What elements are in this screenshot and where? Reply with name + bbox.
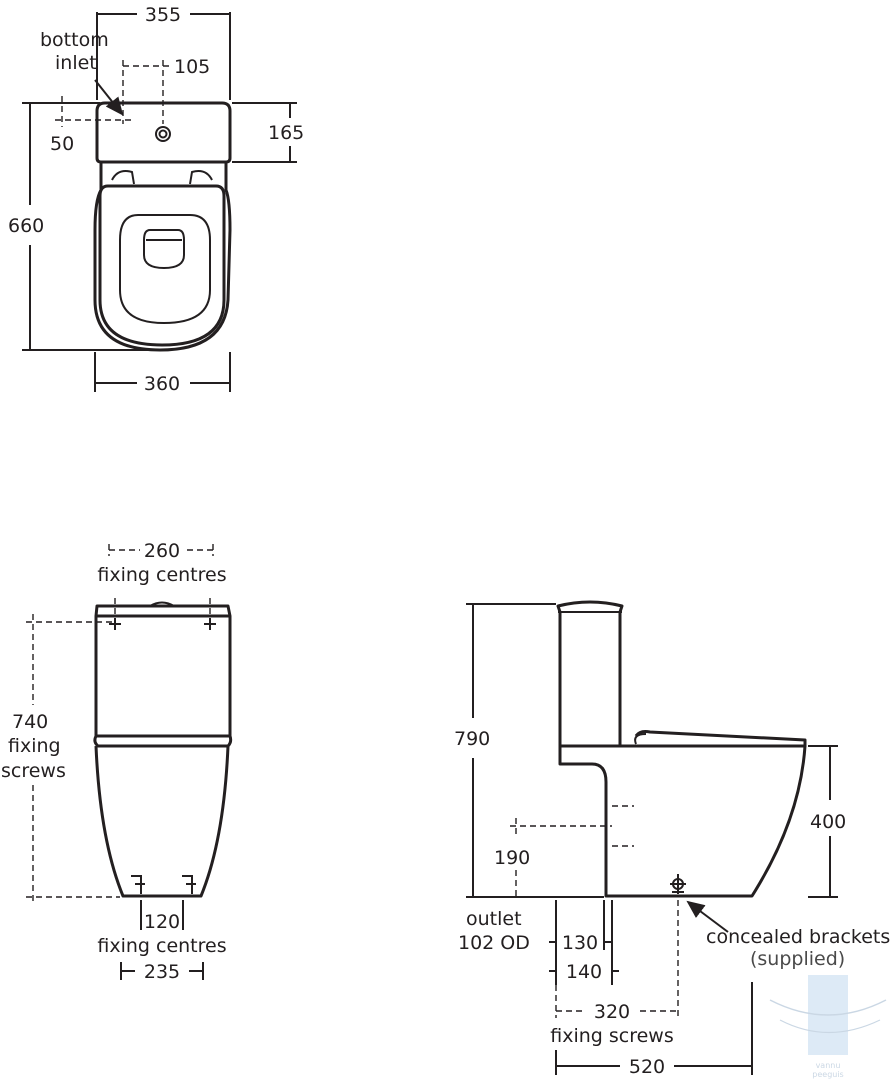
side-view: 790 400 190 outlet 102 OD 130 140 concea… [454,600,890,1078]
front-view: 260 fixing centres 740 fixing screws 120… [1,540,233,983]
dim-overall-height-label: 790 [454,728,490,750]
seat-side [560,730,807,748]
bowl-plan [93,162,232,352]
dim-130-label: 130 [562,932,598,954]
dim-inlet-offset-x-label: 105 [174,56,210,78]
concealed-bracket-icon [670,874,686,894]
bowl-opening [119,214,211,325]
fixing-screws-label-line2: screws [1,760,66,782]
dim-fixing-centres-bottom-label: 120 [144,911,180,933]
top-view: 355 bottom inlet 105 50 165 660 360 [8,4,304,395]
dim-fixing-centres-top-label: 260 [144,540,180,562]
water-area [143,229,185,270]
svg-text:peeguis: peeguis [812,1070,843,1079]
dim-seat-height-label: 400 [810,811,846,833]
flush-button-icon [155,126,171,142]
dim-overall-depth-label: 660 [8,215,44,237]
dim-fixing-screws-distance-label: 320 [594,1001,630,1023]
bowl-side [558,745,807,898]
dim-inlet-offset-y-label: 50 [50,133,74,155]
dim-cistern-depth-label: 165 [268,122,304,144]
dim-outlet-height-label: 190 [494,847,530,869]
dim-width-bottom-label: 360 [144,373,180,395]
bottom-inlet-label-line2: inlet [55,52,97,74]
dim-base-width-label: 235 [144,961,180,983]
watermark-logo: vannu peeguis [769,975,887,1079]
cistern-side [556,600,624,748]
svg-text:vannu: vannu [816,1061,841,1070]
dim-width-top-label: 355 [145,4,181,26]
concealed-brackets-label-line2: (supplied) [750,948,845,970]
cistern-body-front [94,616,232,738]
outlet-label-line2: 102 OD [458,932,530,954]
seat-front [93,734,233,748]
seat-plan [98,184,226,347]
pedestal-front [94,745,230,898]
outlet-label-line1: outlet [466,908,522,930]
fixing-screws-label-line1: fixing [8,735,61,757]
concealed-brackets-label-line1: concealed brackets [706,926,890,948]
fixing-screws-label: fixing screws [550,1025,674,1047]
bottom-inlet-label-line1: bottom [40,29,109,51]
dim-fixing-screws-height-label: 740 [12,711,48,733]
fixing-centres-top-text: fixing centres [97,564,226,586]
dim-140-label: 140 [566,961,602,983]
fixing-centres-bottom-text: fixing centres [97,935,226,957]
dim-overall-length-label: 520 [629,1056,665,1078]
